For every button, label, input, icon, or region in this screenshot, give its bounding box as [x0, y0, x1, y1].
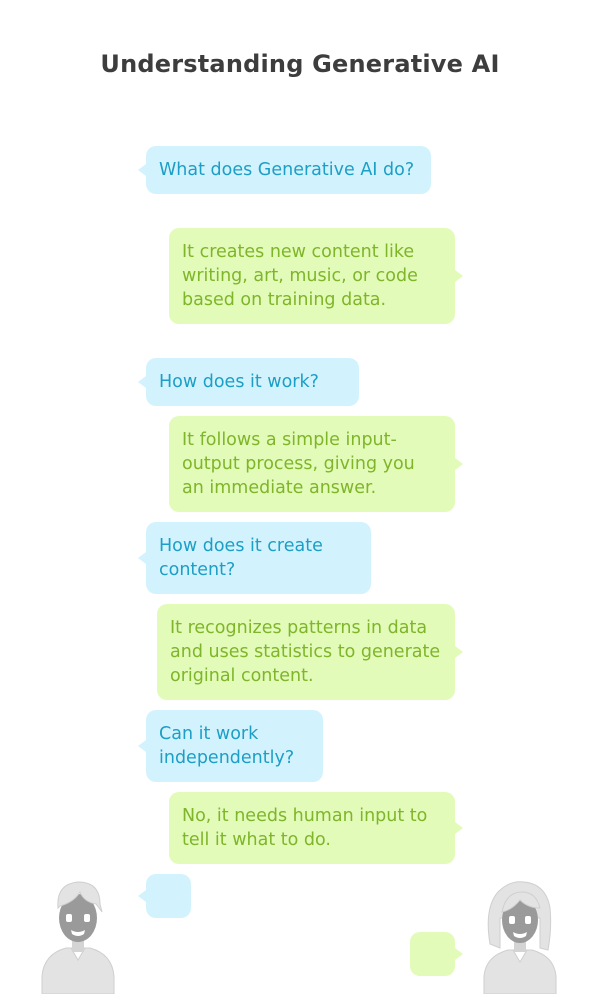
page-title: Understanding Generative AI: [100, 50, 500, 78]
question-bubble-1: What does Generative AI do?: [138, 146, 431, 194]
question-bubble-2: How does it work?: [138, 358, 359, 406]
empty-question-bubble: [138, 874, 191, 918]
answer-bubble-2: It follows a simple input-output process…: [169, 416, 463, 512]
woman-avatar-icon: [483, 881, 557, 994]
man-avatar-icon: [41, 881, 115, 994]
question-bubble-3: How does it create content?: [138, 522, 371, 594]
question-bubble-4: Can it work independently?: [138, 710, 323, 782]
answer-bubble-1: It creates new content like writing, art…: [169, 228, 463, 324]
answer-bubble-3: It recognizes patterns in data and uses …: [157, 604, 463, 700]
answer-bubble-4: No, it needs human input to tell it what…: [169, 792, 463, 864]
empty-answer-bubble: [410, 932, 463, 976]
